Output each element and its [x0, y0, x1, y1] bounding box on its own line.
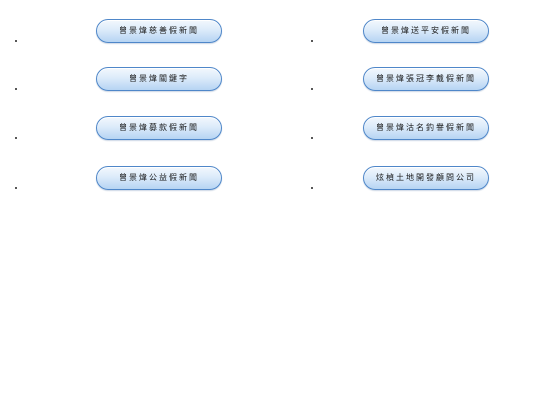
bullet-dot — [311, 187, 313, 189]
list-item: 曾景煒關鍵字 — [0, 67, 270, 97]
link-button-public-welfare-fake-news[interactable]: 曾景煒公益假新聞 — [96, 166, 222, 190]
list-item: 曾景煒送平安假新聞 — [270, 19, 540, 49]
bullet-dot — [311, 137, 313, 139]
bullet-dot — [15, 88, 17, 90]
link-button-fundraising-fake-news[interactable]: 曾景煒募款假新聞 — [96, 116, 222, 140]
bullet-dot — [15, 187, 17, 189]
list-item: 曾景煒沽名釣譽假新聞 — [270, 116, 540, 146]
list-item: 曾景煒公益假新聞 — [0, 166, 270, 196]
list-item: 曾景煒慈善假新聞 — [0, 19, 270, 49]
link-button-keyword[interactable]: 曾景煒關鍵字 — [96, 67, 222, 91]
left-link-column: 曾景煒慈善假新聞 曾景煒關鍵字 曾景煒募款假新聞 曾景煒公益假新聞 — [0, 19, 270, 196]
bullet-dot — [311, 40, 313, 42]
bullet-dot — [15, 137, 17, 139]
link-button-peace-fake-news[interactable]: 曾景煒送平安假新聞 — [363, 19, 489, 43]
list-item: 炫楨土地開發顧問公司 — [270, 166, 540, 196]
link-button-misattribution-fake-news[interactable]: 曾景煒張冠李戴假新聞 — [363, 67, 489, 91]
bullet-dot — [311, 88, 313, 90]
link-button-fame-seeking-fake-news[interactable]: 曾景煒沽名釣譽假新聞 — [363, 116, 489, 140]
link-button-land-development-consultant[interactable]: 炫楨土地開發顧問公司 — [363, 166, 489, 190]
bullet-dot — [15, 40, 17, 42]
list-item: 曾景煒張冠李戴假新聞 — [270, 67, 540, 97]
list-item: 曾景煒募款假新聞 — [0, 116, 270, 146]
link-button-charity-fake-news[interactable]: 曾景煒慈善假新聞 — [96, 19, 222, 43]
right-link-column: 曾景煒送平安假新聞 曾景煒張冠李戴假新聞 曾景煒沽名釣譽假新聞 炫楨土地開發顧問… — [270, 0, 540, 405]
